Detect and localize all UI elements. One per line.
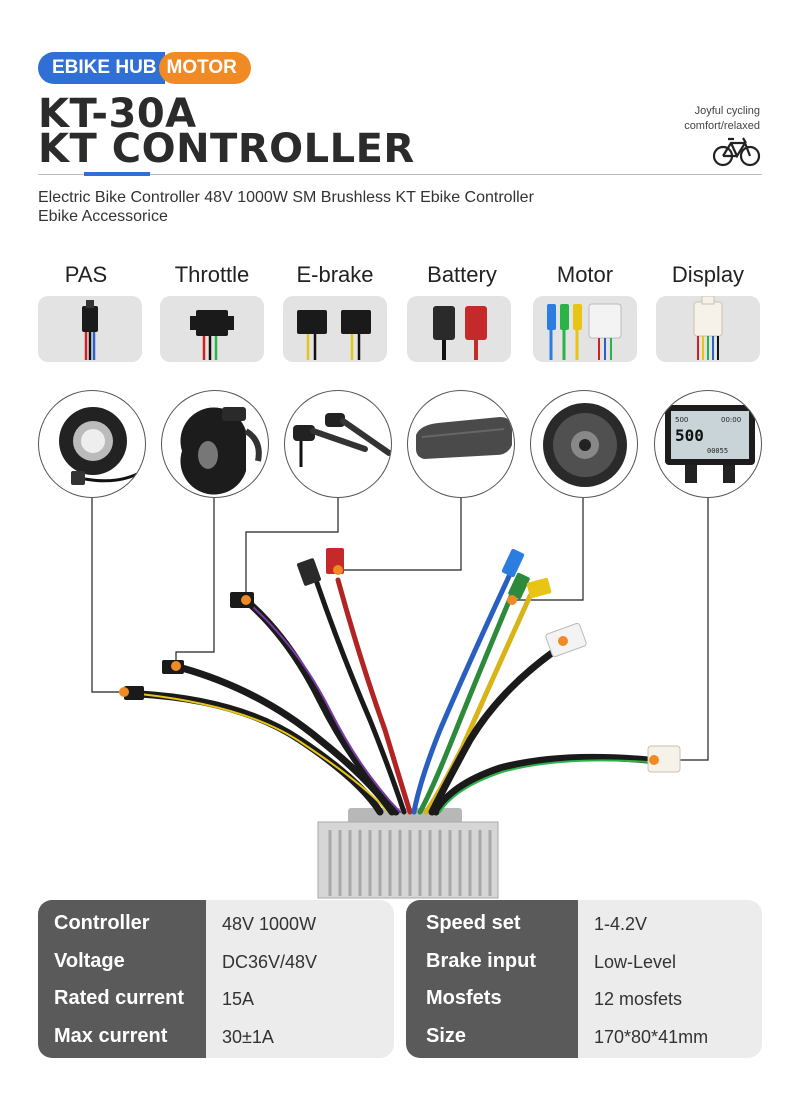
spec-keys-left: Controller Voltage Rated current Max cur…	[38, 900, 206, 1058]
connector-label-motor: Motor	[556, 262, 614, 287]
pas-connector-icon	[82, 300, 98, 360]
battery-image	[407, 390, 515, 498]
cable-motor-blue	[411, 567, 515, 815]
wiring-diagram	[91, 498, 709, 899]
battery-icon	[416, 417, 512, 459]
pas-connector-image	[38, 296, 142, 362]
lcd-top-right: 00:00	[721, 416, 741, 424]
ebrake-lever-icon	[293, 413, 391, 467]
cable-pas	[136, 690, 384, 816]
spec-value: DC36V/48V	[222, 951, 318, 972]
marker-throttle	[171, 661, 181, 671]
spec-key: Max current	[54, 1024, 168, 1047]
leader-line-throttle	[175, 498, 215, 666]
badge-right-text: MOTOR	[158, 52, 251, 84]
motor-connector-image	[533, 296, 637, 362]
ebrake-lever-image	[284, 390, 392, 498]
marker-motor	[507, 595, 517, 605]
leader-line-battery	[338, 498, 462, 571]
spec-values-right: 1-4.2V Low-Level 12 mosfets 170*80*41mm	[578, 900, 762, 1058]
spec-value: 12 mosfets	[594, 989, 683, 1009]
connector-label-ebrake: E-brake	[296, 262, 374, 287]
marker-battery	[333, 565, 343, 575]
leader-line-motor	[512, 498, 584, 601]
spec-value: 30±1A	[222, 1026, 274, 1047]
ebrake-connector-icon	[297, 310, 371, 360]
lcd-bottom: 00055	[707, 447, 728, 455]
lcd-speed: 500	[675, 426, 704, 445]
hub-motor-image	[530, 390, 638, 498]
header-divider-accent	[84, 172, 150, 176]
product-title: KT CONTROLLER	[38, 126, 415, 172]
leader-line-display	[654, 498, 709, 761]
spec-value: Low-Level	[594, 951, 677, 972]
marker-ebrake	[241, 595, 251, 605]
spec-key: Size	[426, 1024, 467, 1047]
product-model-title: KT-30A	[38, 91, 197, 137]
marker-pas	[119, 687, 129, 697]
ebrake-connector-image	[283, 296, 387, 362]
connector-label-battery: Battery	[427, 262, 497, 287]
cable-hall	[428, 646, 560, 816]
throttle-icon	[180, 407, 262, 495]
battery-connector-icon	[433, 306, 487, 360]
lcd-display-image: 500 00:00 500 00055	[654, 390, 762, 498]
connector-label-display: Display	[671, 262, 745, 287]
tagline: Joyful cycling comfort/relaxed	[684, 104, 760, 134]
product-description: Electric Bike Controller 48V 1000W SM Br…	[38, 188, 534, 226]
tagline-line1: Joyful cycling	[694, 105, 760, 117]
spec-key: Voltage	[54, 949, 125, 972]
marker-display	[649, 755, 659, 765]
spec-key: Controller	[54, 912, 150, 934]
display-connector-image	[656, 296, 760, 362]
connector-label-throttle: Throttle	[174, 262, 250, 287]
badge-left-text: EBIKE HUB	[38, 52, 165, 84]
throttle-connector-image	[160, 296, 264, 362]
spec-value: 15A	[222, 989, 255, 1009]
spec-key: Brake input	[426, 949, 537, 972]
controller-body	[317, 808, 499, 899]
pas-sensor-icon	[59, 407, 144, 485]
pas-sensor-image	[38, 390, 146, 498]
motor-connector-icon	[547, 303, 622, 360]
header-divider	[38, 174, 762, 175]
throttle-connector-icon	[190, 310, 234, 360]
leader-line-ebrake	[245, 498, 339, 600]
bicycle-icon	[712, 137, 761, 167]
cable-display	[432, 753, 652, 816]
marker-hall	[558, 636, 568, 646]
spec-key: Speed set	[426, 912, 521, 934]
throttle-image	[161, 390, 269, 498]
battery-connector-image	[407, 296, 511, 362]
spec-table-left: Controller Voltage Rated current Max cur…	[38, 900, 394, 1058]
connector-label-pas: PAS	[64, 262, 108, 287]
spec-key: Rated current	[54, 987, 185, 1009]
brand-badge: EBIKE HUB MOTOR	[38, 52, 251, 84]
spec-keys-right: Speed set Brake input Mosfets Size	[406, 900, 578, 1058]
hub-motor-icon	[543, 403, 627, 487]
leader-line-pas	[91, 498, 124, 693]
lcd-top-left: 500	[675, 416, 688, 424]
spec-values-left: 48V 1000W DC36V/48V 15A 30±1A	[206, 900, 394, 1058]
lcd-display-icon: 500 00:00 500 00055	[665, 405, 755, 483]
cable-motor-green	[417, 591, 515, 815]
spec-value: 1-4.2V	[594, 914, 648, 934]
spec-table-right: Speed set Brake input Mosfets Size 1-4.2…	[406, 900, 762, 1058]
spec-value: 170*80*41mm	[594, 1026, 709, 1047]
description-line2: Ebike Accessorice	[38, 208, 168, 225]
cable-battery-red	[335, 577, 413, 815]
description-line1: Electric Bike Controller 48V 1000W SM Br…	[38, 189, 534, 206]
spec-value: 48V 1000W	[222, 914, 317, 934]
tagline-line2: comfort/relaxed	[684, 120, 760, 132]
display-connector-icon	[693, 296, 723, 360]
cable-battery-black	[313, 577, 407, 815]
spec-key: Mosfets	[426, 987, 502, 1009]
